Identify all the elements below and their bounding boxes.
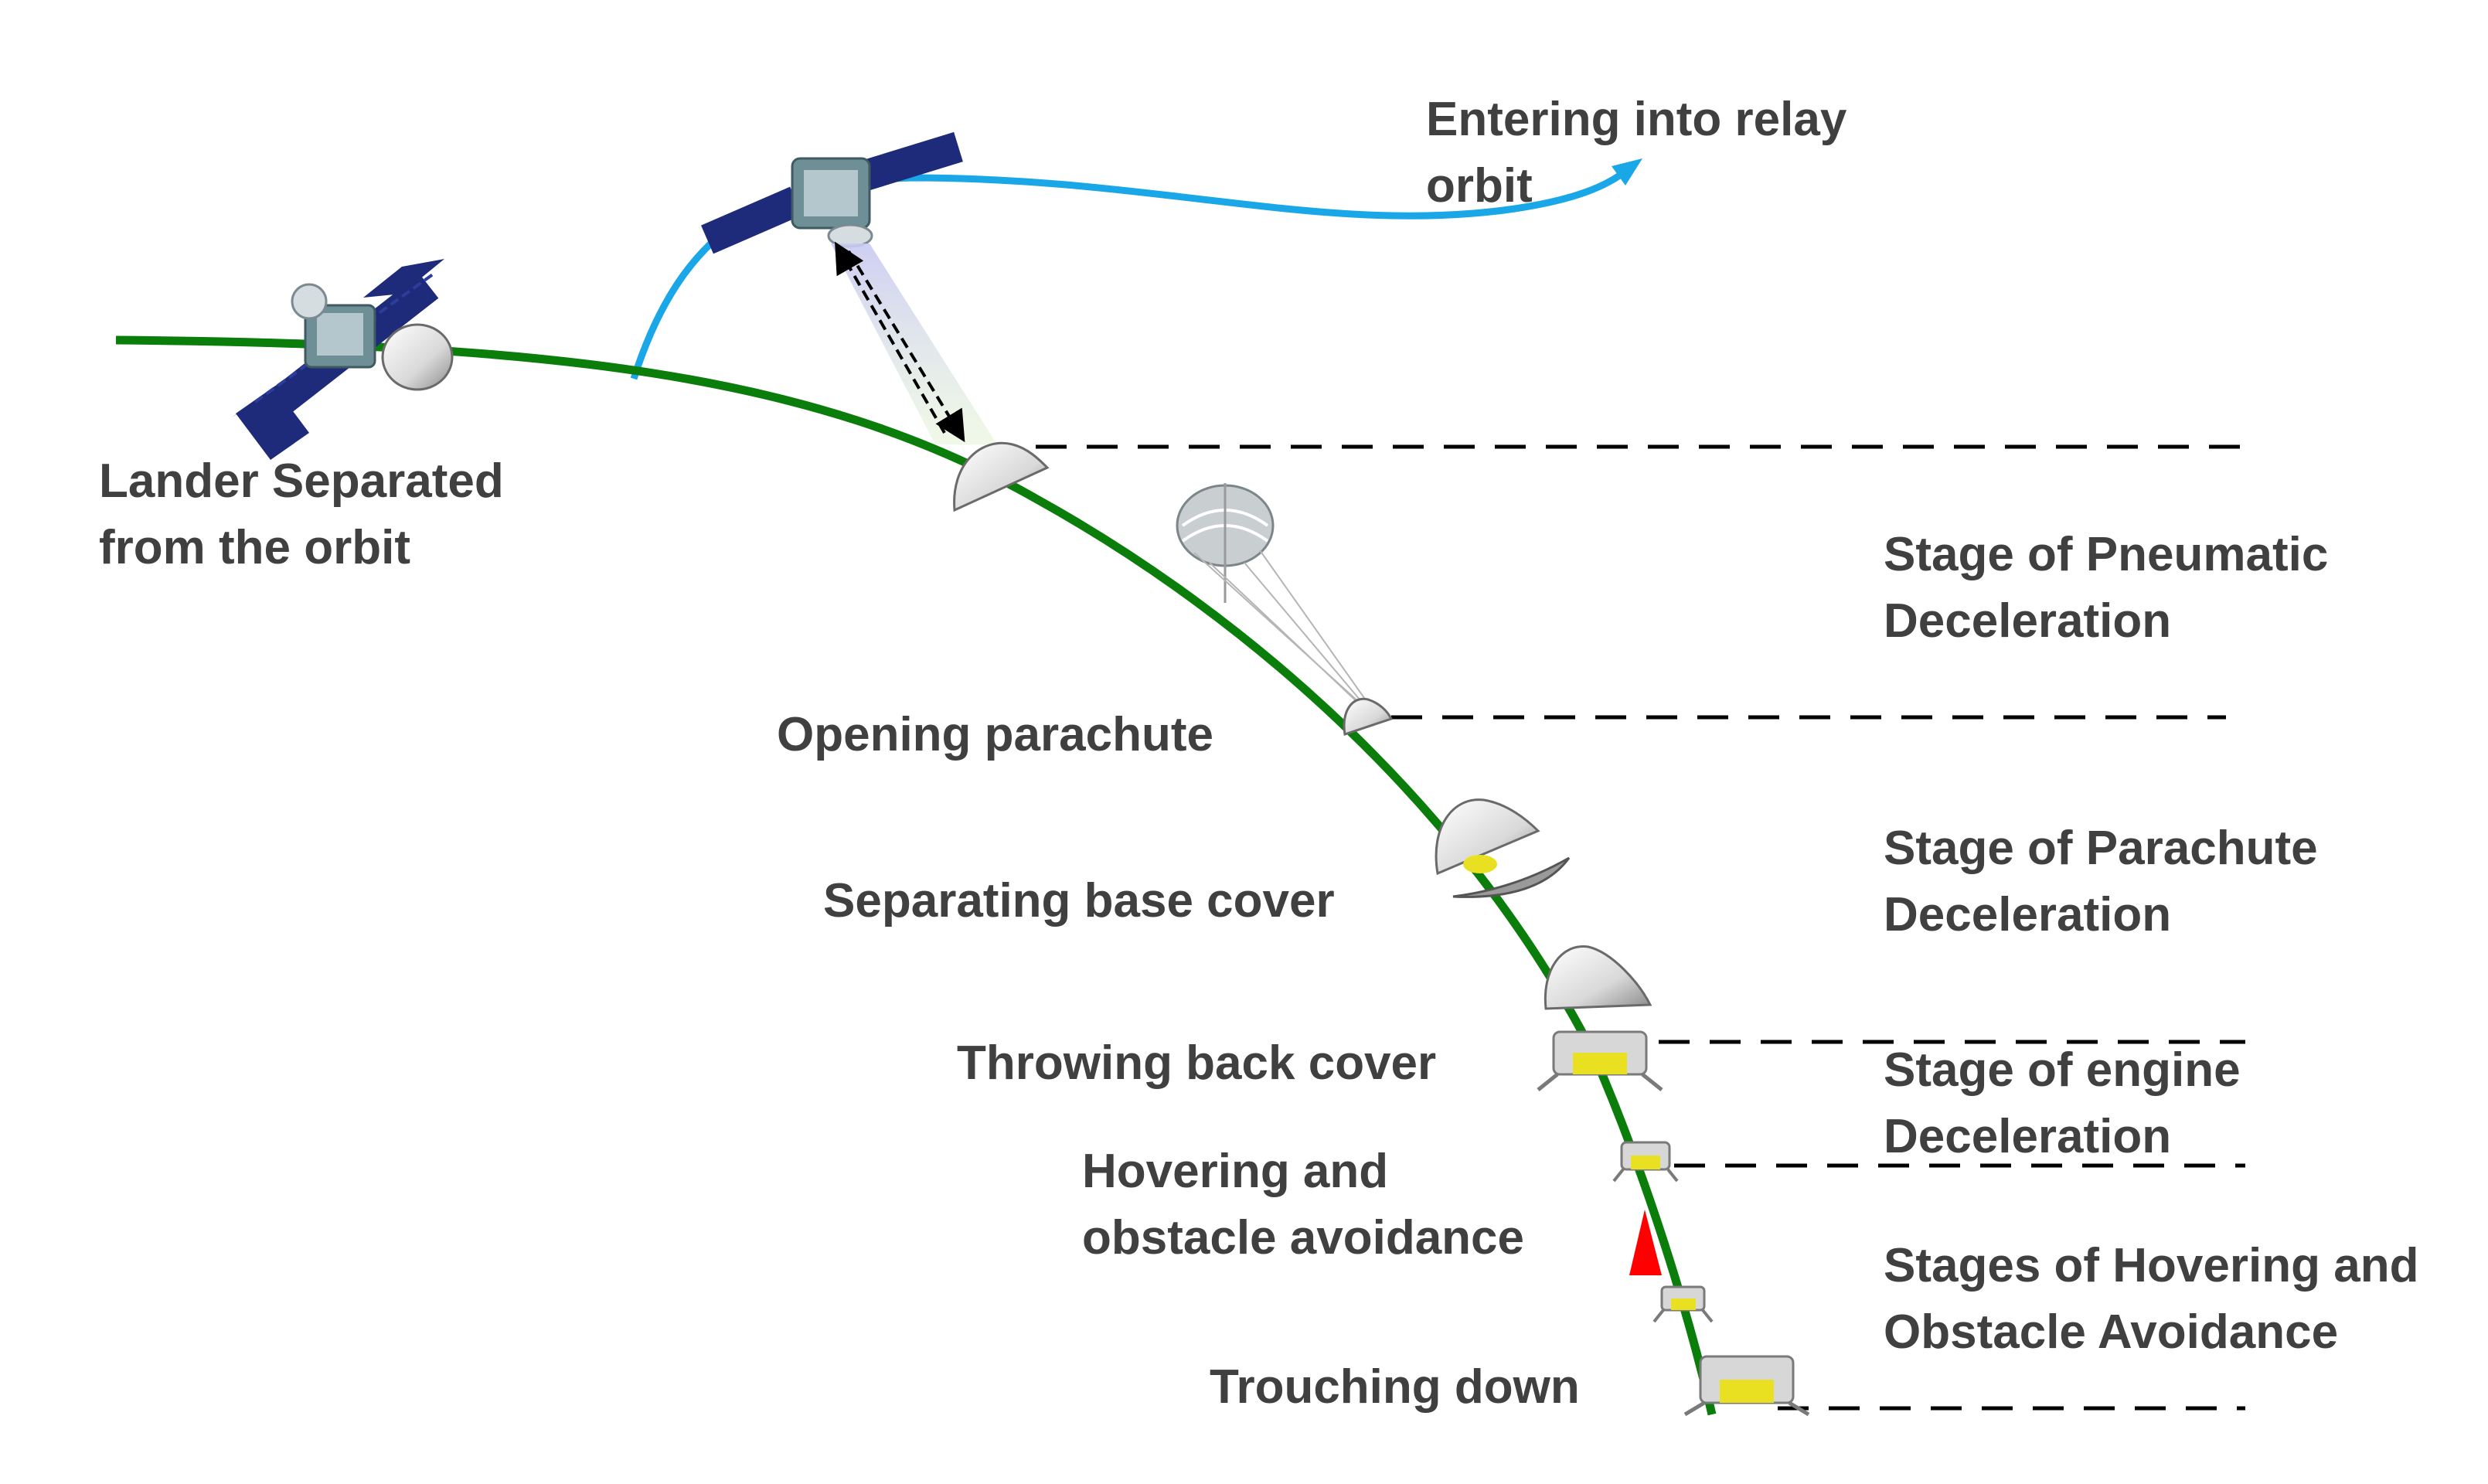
engine-plume-icon — [1629, 1210, 1662, 1275]
comm-link-arrow-up — [835, 241, 946, 434]
orbiter-with-capsule-icon — [232, 259, 454, 460]
label-touching-down: Trouching down — [1210, 1360, 1580, 1414]
relay-orbiter-icon — [701, 131, 963, 254]
stage-label-parachute: Stage of Parachute Deceleration — [1884, 822, 2318, 941]
relay-orbit-arrowhead — [1612, 158, 1642, 186]
stage-dividers — [1036, 444, 2245, 1411]
parachute-icon — [1176, 483, 1394, 736]
comm-link-arrow-down — [847, 250, 965, 443]
label-relay-orbit: Entering into relay orbit — [1426, 93, 1847, 213]
stage-label-hovering: Stages of Hovering and Obstacle Avoidanc… — [1884, 1239, 2419, 1359]
entry-capsule-icon — [953, 441, 1050, 512]
label-hovering: Hovering and obstacle avoidance — [1082, 1145, 1525, 1264]
descent-trajectory — [115, 335, 1717, 1416]
base-cover-separation-icon — [1435, 798, 1571, 898]
stage-label-pneumatic: Stage of Pneumatic Deceleration — [1884, 528, 2329, 648]
lander-icon-hover — [1612, 1141, 1679, 1183]
lander-icon-descending — [1652, 1285, 1714, 1323]
label-lander-separated: Lander Separated from the orbit — [99, 454, 504, 574]
lander-icon-touchdown — [1683, 1355, 1810, 1417]
label-opening-parachute: Opening parachute — [777, 708, 1213, 761]
stage-label-engine: Stage of engine Deceleration — [1884, 1043, 2241, 1163]
communication-beam — [831, 243, 997, 444]
back-cover-throw-icon — [1544, 945, 1652, 1010]
lander-icon-1 — [1537, 1030, 1663, 1091]
label-separating-base-cover: Separating base cover — [823, 874, 1335, 928]
label-throwing-back-cover: Throwing back cover — [957, 1036, 1437, 1090]
